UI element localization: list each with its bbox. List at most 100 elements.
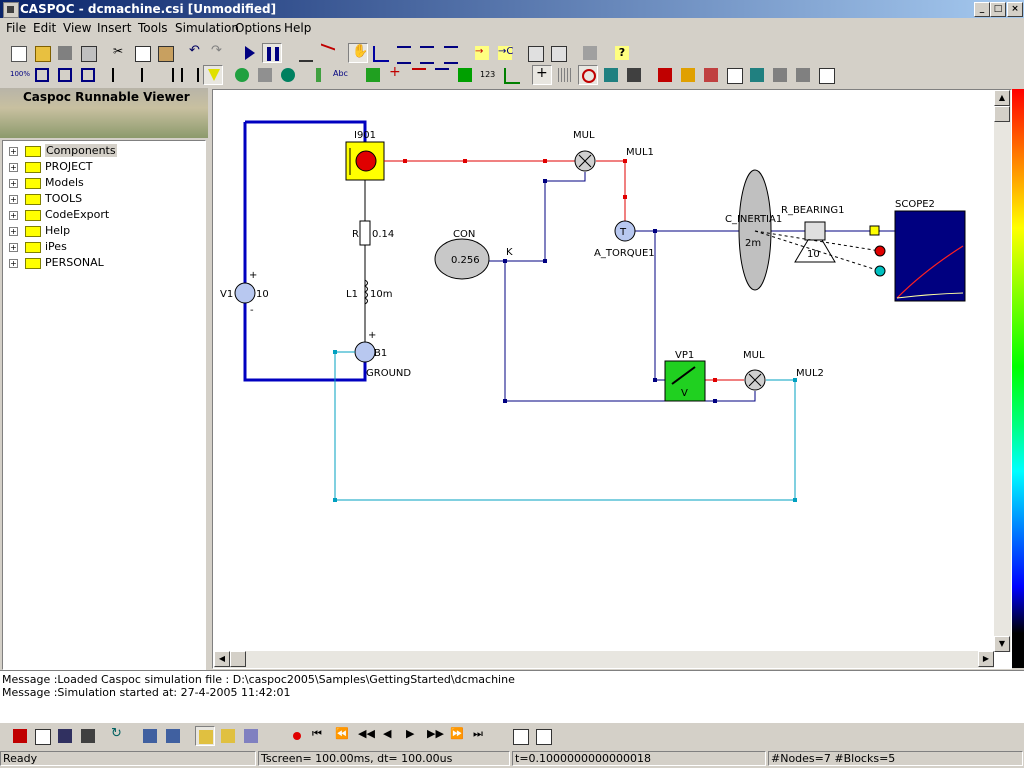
chip-icon[interactable] [747,65,767,85]
expand-icon[interactable]: + [9,227,18,236]
zoom-fit-icon[interactable] [32,65,52,85]
multiplier-mul1[interactable]: MUL MUL1 [573,130,654,172]
grid-output-icon[interactable] [55,726,75,746]
voltage-probe-vp1[interactable]: VP1 V [664,350,706,402]
expand-icon[interactable]: + [9,147,18,156]
expand-icon[interactable]: + [9,163,18,172]
copy-window-icon[interactable] [510,726,530,746]
expand-icon[interactable]: + [9,179,18,188]
measure-icon[interactable] [370,43,390,63]
scope-channel-a[interactable] [869,225,880,236]
align-icon[interactable] [441,43,461,64]
menu-file[interactable]: File [6,21,27,35]
connect-in-icon[interactable]: → [472,43,492,63]
pencil-icon[interactable] [308,65,328,85]
grid-icon[interactable] [555,65,575,85]
text-output-icon[interactable] [32,726,52,746]
node-icon[interactable]: + [389,64,401,80]
menu-help[interactable]: Help [284,21,312,35]
window-cascade-icon[interactable] [163,726,183,746]
expand-icon[interactable]: + [9,259,18,268]
components-icon[interactable] [255,65,275,85]
fast-rewind-icon[interactable]: ⏪ [335,727,349,740]
scope-icon[interactable] [501,65,521,85]
scroll-right-icon[interactable]: ▶ [978,651,994,667]
star-icon[interactable] [678,65,698,85]
scroll-up-icon[interactable]: ▲ [994,90,1010,106]
paste-icon[interactable] [155,43,175,63]
table-icon[interactable] [770,65,790,85]
multiplier-mul2[interactable]: MUL MUL2 [743,350,824,391]
paint-bucket-icon[interactable] [601,65,621,85]
scroll-thumb-vertical[interactable] [994,106,1010,122]
arrow-out-icon[interactable] [432,65,452,85]
undo-icon[interactable]: ↶ [189,43,200,58]
document-icon[interactable] [724,65,744,85]
hand-select-icon[interactable]: ✋ [348,43,368,63]
scroll-thumb-horizontal[interactable] [230,651,246,667]
cpu-icon[interactable] [78,726,98,746]
record-icon[interactable] [287,726,307,746]
schematic-diagram[interactable]: I901 R 0.14 L1 10m V1 10 + - B1 GROUND + [213,90,995,652]
clock-icon[interactable] [578,65,598,85]
cut-icon[interactable]: ✂ [113,44,124,58]
picture-icon[interactable] [195,726,215,746]
fill-color-icon[interactable] [624,65,644,85]
menu-simulation[interactable]: Simulation [175,21,239,35]
move-icon[interactable] [655,65,675,85]
refresh-icon[interactable]: ↻ [111,726,122,741]
menu-edit[interactable]: Edit [33,21,57,35]
current-sensor-i901[interactable]: I901 [345,130,385,181]
skip-start-icon[interactable]: ⏮ [312,727,322,740]
fast-forward-icon[interactable]: ⏩ [450,727,464,740]
project-tree[interactable]: + Components + PROJECT + Models + TOOLS … [2,140,206,670]
menu-options[interactable]: Options [235,21,282,35]
schematic-canvas[interactable]: I901 R 0.14 L1 10m V1 10 + - B1 GROUND + [212,89,1012,669]
cross-node-icon[interactable]: + [532,65,552,85]
expand-icon[interactable]: + [9,243,18,252]
zoom-width-icon[interactable] [55,65,75,85]
bearing-r-bearing1[interactable]: R_BEARING1 10 [781,205,844,263]
scope-scope2[interactable]: SCOPE2 [894,199,966,302]
run-model-icon[interactable] [701,65,721,85]
menu-view[interactable]: View [63,21,92,35]
new-file-icon[interactable] [8,43,28,63]
import-icon[interactable] [525,43,545,63]
align-center-icon[interactable] [132,65,152,85]
spreadsheet-icon[interactable] [816,65,836,85]
maximize-button[interactable]: □ [990,2,1006,17]
columns-icon[interactable] [793,65,813,85]
scroll-left-icon[interactable]: ◀ [214,651,230,667]
expand-icon[interactable]: + [9,195,18,204]
library-globe-icon[interactable] [232,65,252,85]
redo-icon[interactable]: ↷ [211,43,222,58]
inertia-c-inertia1[interactable]: C_INERTIA1 2m [725,169,782,291]
swap-icon[interactable] [580,43,600,63]
export-icon[interactable] [548,43,568,63]
align-right-icon[interactable] [155,65,175,85]
diode-icon[interactable] [363,65,383,85]
emf-source-b1[interactable]: B1 GROUND + [354,330,411,379]
copy-icon[interactable] [132,43,152,63]
save-icon[interactable] [55,43,75,63]
torque-source-a-torque1[interactable]: T A_TORQUE1 [594,220,655,259]
edit-picture-icon[interactable] [241,726,261,746]
probe-icon[interactable] [203,65,223,85]
list-icon[interactable] [394,43,414,64]
forward-icon[interactable]: ▶▶ [427,727,444,740]
app-icon[interactable] [3,2,19,18]
menu-tools[interactable]: Tools [138,21,168,35]
inductor-l1[interactable]: L1 10m [346,279,392,305]
cascade-windows-icon[interactable] [533,726,553,746]
print-icon[interactable] [78,43,98,63]
run-simulation-icon[interactable] [240,43,260,63]
list-levels-icon[interactable] [417,43,437,64]
help-icon[interactable]: ? [612,43,632,63]
report-icon[interactable] [296,43,316,63]
expand-icon[interactable]: + [9,211,18,220]
resistor-r[interactable]: R 0.14 [352,220,394,246]
zoom-100-icon[interactable]: 100% [10,70,31,78]
scroll-down-icon[interactable]: ▼ [994,636,1010,652]
window-tile-icon[interactable] [140,726,160,746]
message-log[interactable]: Message :Loaded Caspoc simulation file :… [0,670,1024,723]
